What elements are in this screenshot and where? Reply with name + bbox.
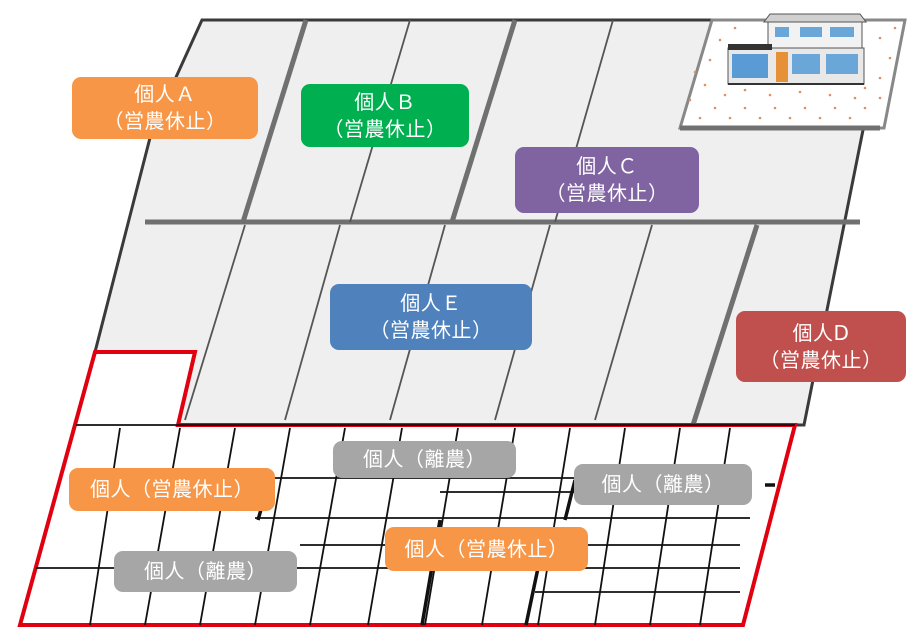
- label-individual-e-name: 個人Ｅ: [400, 291, 462, 315]
- label-left-farming-2: 個人（離農）: [574, 464, 752, 505]
- label-left-farming-1: 個人（離農）: [333, 441, 516, 478]
- label-individual-c-name: 個人Ｃ: [576, 154, 638, 178]
- label-individual-d-name: 個人D: [792, 320, 850, 345]
- label-individual-a: 個人Ａ （営農休止）: [72, 77, 258, 139]
- upper-parcel-borders: [145, 19, 880, 426]
- label-individual-b-status: （営農休止）: [323, 116, 447, 141]
- label-individual-b-name: 個人Ｂ: [354, 89, 416, 114]
- label-individual-b: 個人Ｂ （営農休止）: [301, 84, 469, 147]
- label-individual-c-status: （営農休止）: [545, 181, 669, 205]
- farmhouse-lot-dots: [688, 26, 897, 120]
- label-suspended-center: 個人（営農休止）: [385, 527, 588, 571]
- label-individual-d-status: （営農休止）: [759, 347, 883, 372]
- label-individual-c: 個人Ｃ （営農休止）: [515, 147, 699, 213]
- label-suspended-left: 個人（営農休止）: [69, 468, 275, 511]
- farmhouse-icon: [727, 13, 867, 85]
- label-individual-d: 個人D （営農休止）: [736, 311, 906, 382]
- label-left-farming-3: 個人（離農）: [114, 551, 297, 592]
- label-individual-a-name: 個人Ａ: [134, 82, 196, 106]
- label-individual-e-status: （営農休止）: [369, 318, 493, 342]
- label-individual-a-status: （営農休止）: [103, 109, 227, 133]
- label-individual-e: 個人Ｅ （営農休止）: [330, 284, 532, 350]
